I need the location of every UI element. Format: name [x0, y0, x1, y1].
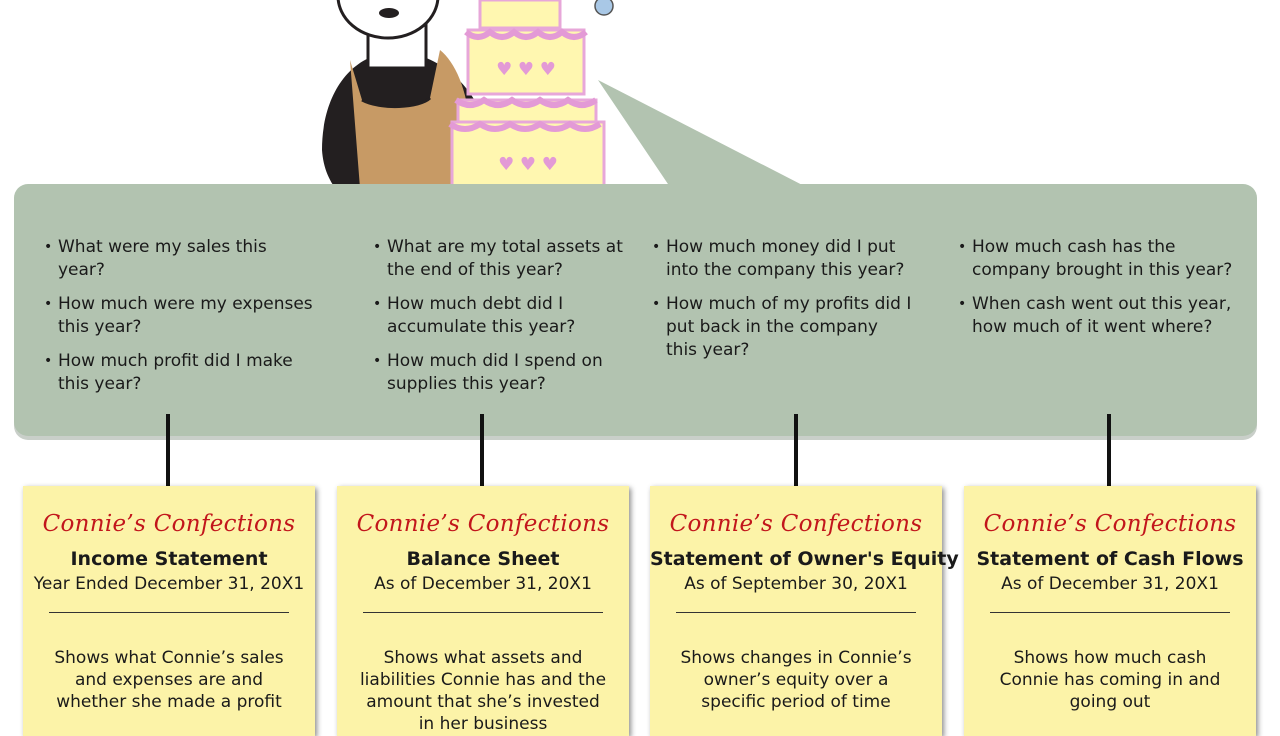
card-brand: Connie’s Confections: [669, 511, 923, 537]
card-brand: Connie’s Confections: [356, 511, 610, 537]
card-owners-equity: Connie’s Confections Statement of Owner'…: [650, 486, 959, 736]
card-income-statement: Connie’s Confections Income Statement Ye…: [23, 486, 315, 736]
card-divider: [363, 612, 603, 613]
bullet-icon: •: [958, 296, 967, 312]
bullet-icon: •: [373, 296, 382, 312]
card-divider: [49, 612, 289, 613]
bullet-icon: •: [652, 296, 661, 312]
speech-bubble-tail: [598, 80, 812, 190]
card-period: As of December 31, 20X1: [1001, 574, 1219, 594]
card-balance-sheet: Connie’s Confections Balance Sheet As of…: [337, 486, 629, 736]
card-description: Shows how much cash Connie has coming in…: [999, 648, 1221, 712]
bullet-icon: •: [44, 239, 53, 255]
card-title: Statement of Owner's Equity: [650, 548, 959, 570]
questions-balance: •What are my total assets at the end of …: [373, 236, 633, 407]
card-description: Shows what assets and liabilities Connie…: [359, 648, 607, 734]
question-item: •How much were my expenses this year?: [44, 294, 313, 337]
bullet-icon: •: [958, 239, 967, 255]
questions-cashflow: •How much cash has the company brought i…: [958, 236, 1234, 350]
baker-illustration: ♥ ♥ ♥ ♥ ♥ ♥: [322, 0, 812, 221]
card-cash-flows: Connie’s Confections Statement of Cash F…: [964, 486, 1256, 736]
bullet-icon: •: [44, 296, 53, 312]
card-title: Income Statement: [70, 548, 268, 570]
question-item: •How much cash has the company brought i…: [958, 237, 1233, 280]
card-brand: Connie’s Confections: [42, 511, 296, 537]
question-item: •How much money did I put into the compa…: [652, 237, 905, 280]
questions-equity: •How much money did I put into the compa…: [652, 236, 912, 373]
bullet-icon: •: [652, 239, 661, 255]
question-item: •How much did I spend on supplies this y…: [373, 351, 603, 394]
question-bubble: [14, 184, 1257, 436]
card-divider: [676, 612, 916, 613]
cake-illustration: ♥ ♥ ♥ ♥ ♥ ♥: [446, 0, 610, 202]
card-title: Balance Sheet: [406, 548, 560, 570]
question-item: •What were my sales this year?: [44, 237, 267, 280]
question-item: •How much debt did I accumulate this yea…: [373, 294, 576, 337]
card-description: Shows changes in Connie’s owner’s equity…: [680, 648, 912, 712]
bubble-dot: [594, 0, 614, 16]
card-brand: Connie’s Confections: [983, 511, 1237, 537]
question-item: •How much profit did I make this year?: [44, 351, 293, 394]
card-divider: [990, 612, 1230, 613]
bullet-icon: •: [373, 353, 382, 369]
bullet-icon: •: [373, 239, 382, 255]
card-period: As of September 30, 20X1: [684, 574, 908, 594]
bullet-icon: •: [44, 353, 53, 369]
card-period: Year Ended December 31, 20X1: [33, 574, 305, 594]
card-period: As of December 31, 20X1: [374, 574, 592, 594]
svg-text:♥ ♥ ♥: ♥ ♥ ♥: [496, 59, 556, 80]
questions-income: •What were my sales this year? •How much…: [44, 236, 314, 407]
card-title: Statement of Cash Flows: [976, 548, 1244, 570]
question-item: •What are my total assets at the end of …: [373, 237, 623, 280]
question-item: •How much of my profits did I put back i…: [652, 294, 912, 360]
question-item: •When cash went out this year, how much …: [958, 294, 1232, 337]
svg-text:♥ ♥ ♥: ♥ ♥ ♥: [498, 154, 558, 175]
card-description: Shows what Connie’s sales and expenses a…: [54, 648, 284, 712]
